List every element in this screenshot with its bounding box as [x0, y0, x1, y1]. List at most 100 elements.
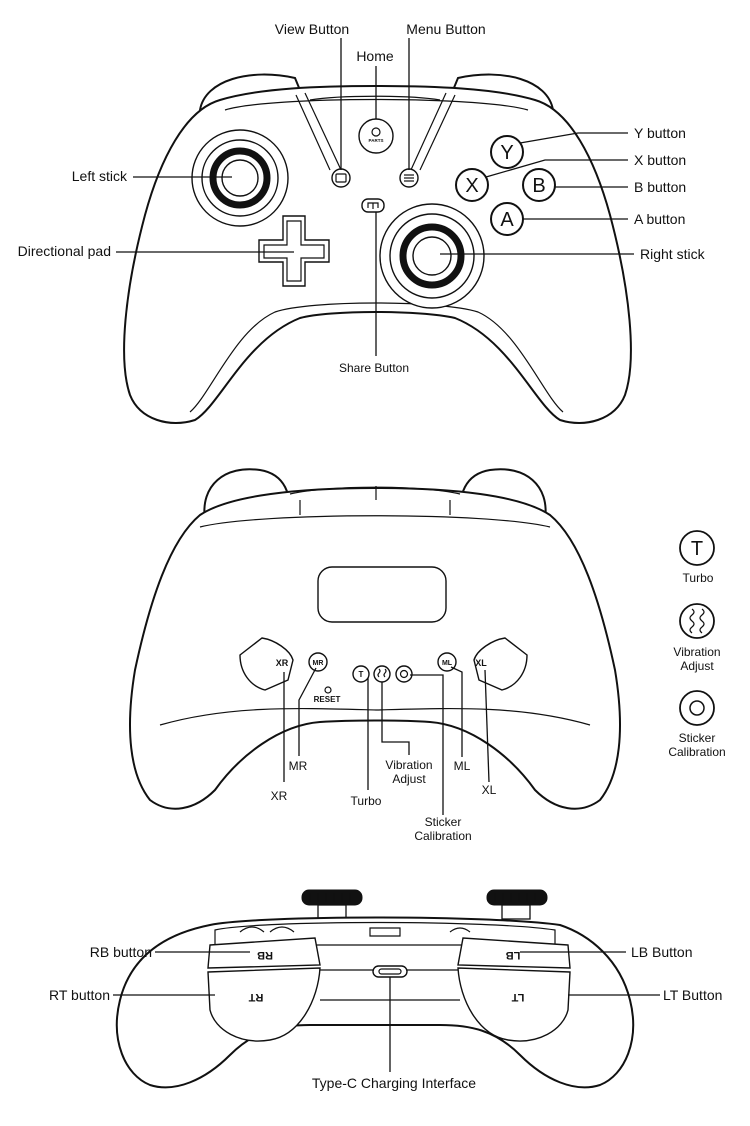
ml-callout-line [450, 666, 463, 757]
left-stick-label: Left stick [72, 168, 128, 184]
reset-text: RESET [314, 695, 341, 704]
back-top-edge [199, 515, 551, 528]
turbo-label: Turbo [351, 794, 382, 808]
left-stick[interactable] [191, 129, 289, 227]
xl-callout-line [484, 669, 490, 783]
front-frame-right-2 [409, 92, 447, 173]
xr-label: XR [271, 789, 288, 803]
lb-button-label: LB Button [631, 944, 693, 960]
paddle-ml-text: ML [442, 660, 453, 667]
x-callout-line [485, 159, 628, 178]
b-glyph: B [532, 175, 545, 197]
b-face-button[interactable]: B [522, 168, 556, 202]
typec-port[interactable] [372, 965, 408, 978]
back-turbo-glyph: T [359, 670, 364, 679]
sticker-callout-line [410, 674, 444, 815]
dpad-inner [263, 220, 325, 282]
legend-calibration-symbol [679, 690, 715, 726]
legend-turbo-symbol: T [679, 530, 715, 566]
lt-trigger[interactable] [457, 967, 571, 1042]
home-button[interactable]: PARTS [358, 118, 394, 154]
view-button-label: View Button [275, 21, 349, 37]
view-button[interactable] [331, 168, 351, 188]
x-face-button[interactable]: X [455, 168, 489, 202]
rt-button-label: RT button [49, 987, 110, 1003]
xl-label: XL [482, 783, 497, 797]
rb-trigger[interactable] [207, 937, 321, 969]
directional-pad-label: Directional pad [18, 243, 111, 259]
back-battery-window [317, 566, 447, 623]
top-left-stick-cap [301, 889, 363, 920]
lb-trigger[interactable] [457, 937, 571, 969]
right-stick[interactable] [379, 203, 485, 309]
vibration-label-2: Adjust [392, 772, 426, 786]
home-logo-text: PARTS [369, 138, 384, 143]
share-button-label: Share Button [339, 361, 409, 375]
vibration-callout-line [381, 682, 410, 755]
y-callout-line [519, 132, 628, 144]
back-mid-line [159, 707, 591, 726]
top-right-stick-cap [486, 889, 548, 920]
front-frame-left-2 [304, 92, 343, 173]
sticker-label-1: Sticker [425, 815, 462, 829]
paddle-mr-text: MR [313, 660, 324, 667]
back-button-mr[interactable]: MR [308, 652, 328, 672]
legend: T Turbo Vibration Adjust Sticker Calibra… [668, 530, 726, 759]
back-view: XR XL MR ML RESET T [129, 468, 621, 843]
a-button-label: A button [634, 211, 685, 227]
rt-trigger[interactable] [207, 967, 321, 1042]
directional-pad[interactable] [258, 215, 330, 287]
x-glyph: X [465, 175, 478, 197]
legend-turbo-label: Turbo [683, 571, 714, 585]
y-button-label: Y button [634, 125, 686, 141]
lt-trigger-text: LT [511, 991, 524, 1003]
front-frame-right [419, 94, 456, 171]
vibration-label-1: Vibration [385, 758, 432, 772]
legend-vibration-label-2: Adjust [680, 659, 714, 673]
top-back-ridge [214, 921, 556, 946]
a-face-button[interactable]: A [490, 202, 524, 236]
mr-label: MR [289, 759, 308, 773]
typec-label: Type-C Charging Interface [312, 1075, 476, 1091]
rb-button-label: RB button [90, 944, 152, 960]
back-calibration-button[interactable] [395, 665, 413, 683]
rt-trigger-text: RT [248, 991, 263, 1003]
ml-label: ML [454, 759, 471, 773]
lb-trigger-text: LB [506, 949, 521, 961]
sticker-label-2: Calibration [414, 829, 471, 843]
a-glyph: A [500, 209, 514, 231]
front-mid-frame [309, 95, 441, 101]
back-turbo-button[interactable]: T [352, 665, 370, 683]
back-controller-body [129, 486, 621, 810]
top-view: RB RT LB LT RB button RT button LB Butto… [49, 889, 722, 1091]
legend-turbo-glyph: T [691, 538, 703, 560]
legend-calibration-label-2: Calibration [668, 745, 725, 759]
reset-hole[interactable] [324, 686, 332, 694]
back-top-ridge [289, 486, 461, 515]
back-vibration-button[interactable] [373, 665, 391, 683]
x-button-label: X button [634, 152, 686, 168]
front-frame-left [295, 94, 331, 171]
menu-button-label: Menu Button [406, 21, 485, 37]
paddle-xl-text: XL [475, 658, 487, 668]
front-view: PARTS Y [18, 21, 706, 424]
rb-trigger-text: RB [257, 949, 273, 961]
legend-vibration-symbol [679, 603, 715, 639]
top-bumps [239, 926, 471, 937]
menu-button[interactable] [399, 168, 419, 188]
paddle-xr-text: XR [276, 658, 289, 668]
back-paddle-xl[interactable] [473, 637, 528, 691]
back-paddle-xr[interactable] [239, 637, 294, 691]
right-stick-label: Right stick [640, 246, 706, 262]
share-button[interactable] [361, 198, 385, 213]
back-button-ml[interactable]: ML [437, 652, 457, 672]
b-button-label: B button [634, 179, 686, 195]
y-glyph: Y [500, 142, 513, 164]
mr-callout-line [298, 667, 317, 756]
legend-calibration-label-1: Sticker [679, 731, 716, 745]
lt-button-label: LT Button [663, 987, 722, 1003]
y-face-button[interactable]: Y [490, 135, 524, 169]
legend-vibration-label-1: Vibration [673, 645, 720, 659]
home-label: Home [356, 48, 394, 64]
